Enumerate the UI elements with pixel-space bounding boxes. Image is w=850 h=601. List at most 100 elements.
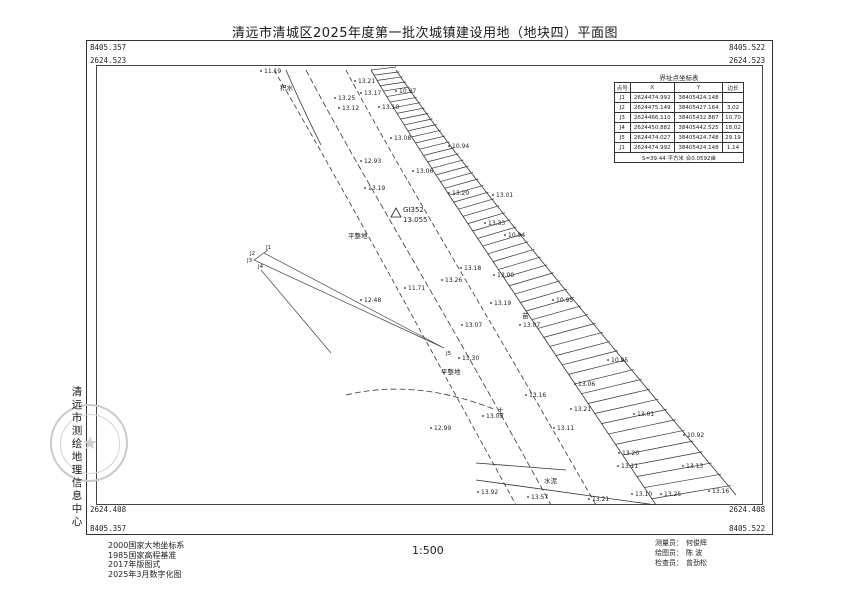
elevation-point [682,465,684,467]
hatch-mark [396,107,425,114]
hatch-mark [531,305,582,321]
elevation-point [683,434,685,436]
seal-star-icon: ★ [81,433,99,454]
elevation-label: 13.92 [481,489,498,496]
hatch-mark [472,219,511,232]
elevation-label: 13.18 [464,265,481,272]
note-datum: 2000国家大地坐标系 [108,541,185,550]
hatch-mark [370,66,397,71]
map-inner-frame [96,65,763,505]
elevation-label: 10.95 [556,297,573,304]
header-x: X [629,82,675,93]
elevation-point [477,491,479,493]
elevation-label: 13.09 [486,413,503,420]
elevation-point [338,107,340,109]
elevation-label: 13.10 [635,491,652,498]
elevation-point [360,92,362,94]
elevation-label: 13.17 [364,90,381,97]
elevation-point [360,160,362,162]
hatch-mark [608,419,676,435]
surveyor-label: 测量员： [655,539,683,547]
elevation-point [260,70,262,72]
elevation-point [708,490,710,492]
elevation-label: 13.07 [523,322,540,329]
elevation-label: 13.12 [342,105,359,112]
hatch-mark [411,129,441,138]
parcel-point-label: J2 [249,251,255,257]
note-date: 2025年3月数字化图 [108,569,182,579]
elevation-point [492,194,494,196]
note-elevation-datum: 1985国家高程基准 [108,550,177,560]
road-centerline [305,69,552,505]
elevation-point [334,97,336,99]
hatch-mark [588,388,651,404]
embankment-top-line [370,69,657,505]
control-point-icon [390,207,402,218]
elevation-label: 13.21 [574,406,591,413]
hatch-mark [467,212,506,224]
elevation-point [618,452,620,454]
hatch-mark [492,248,535,262]
map-title: 清远市清城区2025年度第一批次城镇建设用地（地块四）平面图 [231,26,619,41]
hatch-mark [594,398,659,414]
label-jishui: 积水 [280,83,294,92]
elevation-label: 13.01 [496,192,513,199]
hatch-mark [629,451,703,466]
elevation-point [490,302,492,304]
elevation-point [617,465,619,467]
elevation-point [448,192,450,194]
elevation-point [360,299,362,301]
hatch-mark [435,165,469,176]
cement-line-upper [475,462,567,471]
hatch-mark [477,226,517,239]
hatch-mark [404,118,433,126]
parcel-point-label: J5 [445,351,452,357]
elevation-label: 13.01 [637,411,654,418]
parcel-point-label: J3 [246,258,253,264]
corner-bl-x: 8405.357 [90,524,127,533]
elevation-point [552,299,554,301]
elevation-label: 13.19 [368,185,385,192]
hatch-mark [444,178,479,189]
elevation-label: 13.07 [465,322,482,329]
elevation-label: 10.94 [452,143,469,150]
note-symbology: 2017年版图式 [108,560,161,569]
hatch-mark [449,185,484,196]
parcel-point-label: J4 [257,264,264,270]
drafter-label: 绘图员： [655,549,683,557]
hatch-mark [601,409,667,424]
elevation-label: 13.13 [686,463,703,470]
elevation-label: 11.19 [264,68,281,75]
hatch-mark [543,323,596,338]
drafter-name: 陈 波 [686,549,703,557]
map-notes: 2000国家大地坐标系 1985国家高程基准 2017年版图式 2025年3月数… [108,541,184,579]
elevation-label: 13.06 [416,168,433,175]
hatch-mark [431,159,464,169]
elevation-point [588,498,590,500]
staff-block: 测量员：何俊辉 绘图员：陈 波 检查员：曾劲松 [655,538,707,568]
elevation-point [458,357,460,359]
elevation-point [553,427,555,429]
hatch-mark [393,102,421,109]
hatch-mark [373,71,400,76]
elevation-label: 13.06 [578,381,595,388]
elevation-label: 13.21 [592,496,609,503]
earth-boundary [345,388,497,411]
area-summary: S=39.44 平方米 合0.0592亩 [614,152,744,163]
elevation-point [631,493,633,495]
map-outer-frame [86,40,773,535]
elevation-label: 13.16 [712,488,729,495]
elevation-point [633,413,635,415]
corner-br-y: 2624.408 [729,505,766,514]
elevation-point [519,324,521,326]
elevation-point [484,222,486,224]
elevation-point [460,267,462,269]
hatch-mark [644,473,722,488]
elevation-label: 10.97 [399,88,416,95]
parcel-point-label: J1 [265,245,271,251]
